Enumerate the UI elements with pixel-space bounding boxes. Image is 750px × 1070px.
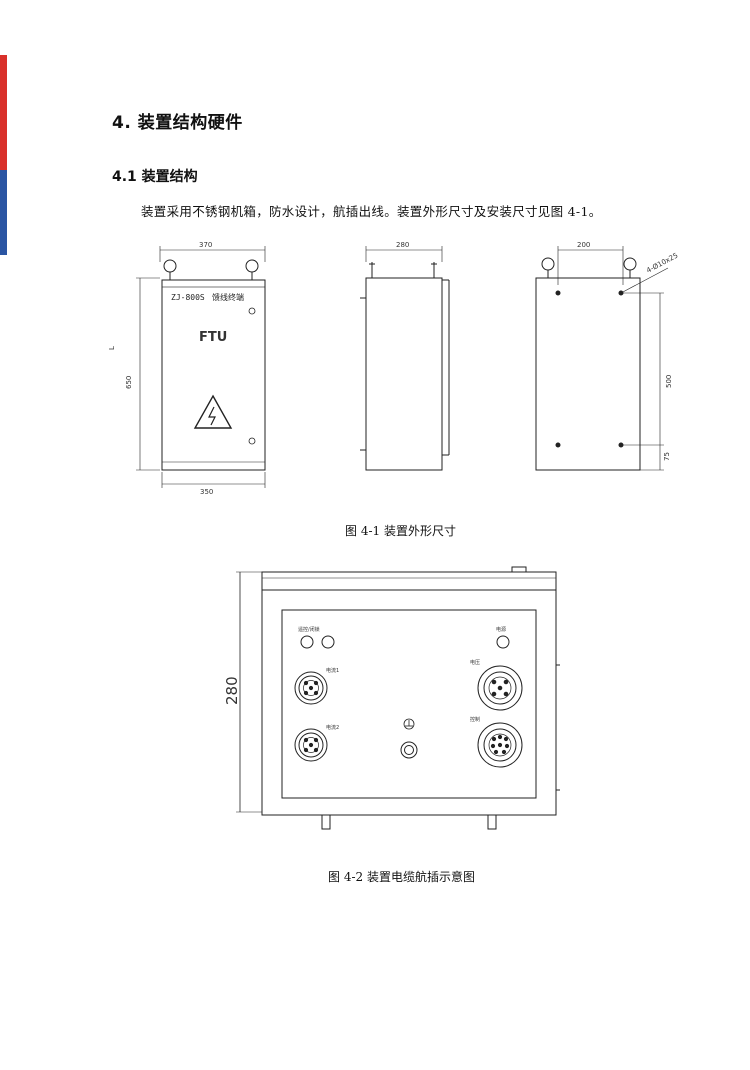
label-conn-bl: 电流2 xyxy=(326,724,339,731)
edge-tab-red xyxy=(0,55,7,170)
label-top-right: 电源 xyxy=(496,626,506,633)
front-top-width: 370 xyxy=(199,241,212,249)
edge-tab-blue xyxy=(0,170,7,255)
front-bottom-width: 350 xyxy=(200,488,213,496)
label-top-left: 遥控/闭锁 xyxy=(298,626,320,633)
front-side-mark: L xyxy=(108,346,116,350)
label-conn-br: 控制 xyxy=(470,716,480,723)
front-view xyxy=(136,246,266,488)
side-view xyxy=(360,246,450,471)
section-heading: 4. 装置结构硬件 xyxy=(112,113,243,133)
front-model: ZJ-800S xyxy=(171,293,205,302)
mount-hole-spacing: 200 xyxy=(577,241,590,249)
front-name: 馈线终端 xyxy=(212,292,244,302)
mount-vertical-spacing: 500 xyxy=(665,375,673,388)
figure2-caption: 图 4-2 装置电缆航插示意图 xyxy=(328,870,475,884)
panel-depth: 280 xyxy=(223,676,241,705)
figure1-caption: 图 4-1 装置外形尺寸 xyxy=(345,524,456,538)
front-height: 650 xyxy=(125,376,133,389)
label-conn-tl: 电流1 xyxy=(326,667,339,674)
body-paragraph: 装置采用不锈钢机箱，防水设计，航插出线。装置外形尺寸及安装尺寸见图 4-1。 xyxy=(141,204,602,219)
connector-panel xyxy=(236,566,560,830)
mounting-view xyxy=(535,246,669,471)
label-conn-tr: 电压 xyxy=(470,659,480,666)
side-depth: 280 xyxy=(396,241,409,249)
subsection-heading: 4.1 装置结构 xyxy=(112,169,198,185)
front-ftu: FTU xyxy=(199,330,227,345)
mount-bottom-offset: 75 xyxy=(663,452,671,461)
